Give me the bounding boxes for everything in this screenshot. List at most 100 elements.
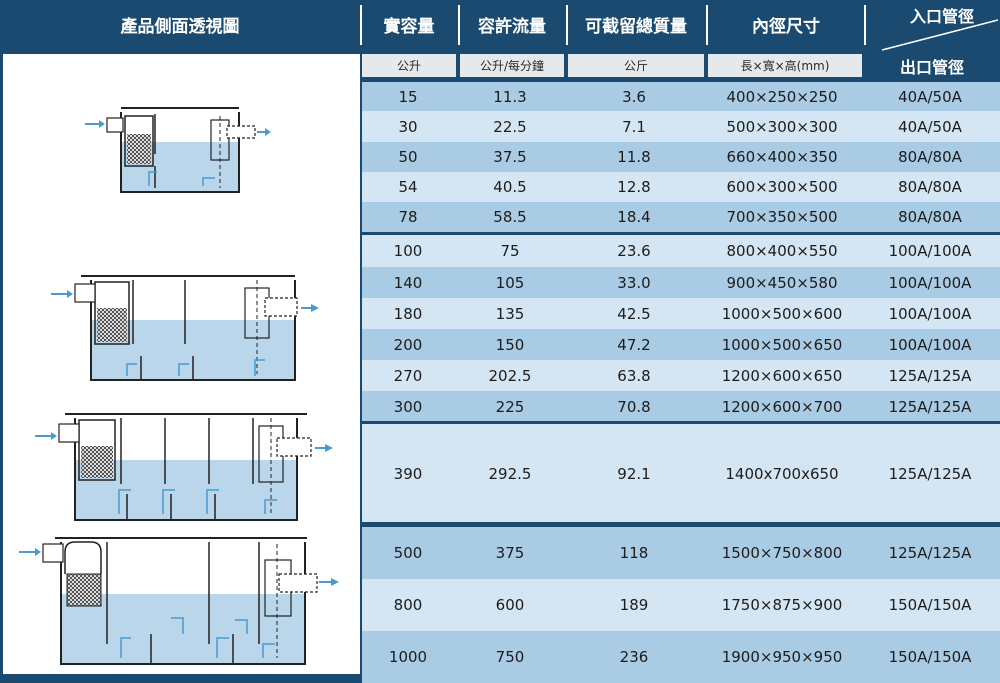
unit-mass: 公斤: [568, 54, 704, 77]
cell-pipe: 100A/100A: [888, 242, 972, 260]
header-divider: [706, 5, 708, 45]
cell-flow: 58.5: [493, 208, 527, 226]
cell-dimensions: 900×450×580: [726, 273, 838, 292]
cell-dimensions: 660×400×350: [726, 148, 838, 166]
cell-capacity: 1000: [388, 648, 428, 666]
cell-capacity: 15: [398, 87, 418, 106]
cell-mass: 42.5: [617, 304, 651, 323]
unit-flow: 公升/每分鐘: [460, 54, 564, 77]
cell-capacity: 140: [393, 273, 423, 292]
cell-flow: 105: [495, 273, 525, 292]
tank-xlarge-diagram: [19, 537, 339, 665]
cell-pipe: 100A/100A: [888, 273, 972, 292]
cell-pipe: 40A/50A: [898, 117, 962, 136]
cell-capacity: 390: [393, 465, 423, 483]
table-row: 140 105 33.0 900×450×580 100A/100A: [362, 267, 1000, 298]
cell-capacity: 300: [393, 397, 423, 416]
cell-dimensions: 1200×600×650: [721, 366, 843, 385]
cell-flow: 11.3: [493, 87, 527, 106]
cell-capacity: 78: [398, 208, 418, 226]
cell-pipe: 100A/100A: [888, 335, 972, 354]
header-divider: [360, 5, 362, 45]
cell-flow: 22.5: [493, 117, 527, 136]
table-row: 78 58.5 18.4 700×350×500 80A/80A: [362, 202, 1000, 232]
cell-capacity: 30: [398, 117, 418, 136]
cell-pipe: 150A/150A: [888, 648, 972, 666]
header-flow: 容許流量: [460, 0, 564, 48]
cell-dimensions: 1000×500×600: [721, 304, 843, 323]
header-inlet: 入口管徑: [909, 7, 974, 26]
cell-dimensions: 700×350×500: [726, 208, 838, 226]
header-outlet: 出口管徑: [864, 52, 1000, 79]
tank-small-diagram: [85, 107, 271, 193]
cell-dimensions: 1400x700x650: [725, 465, 839, 483]
cell-flow: 75: [500, 242, 520, 260]
header-divider: [566, 5, 568, 45]
header-divider: [864, 5, 866, 45]
group-separator: [362, 522, 1000, 525]
cell-dimensions: 1000×500×650: [721, 335, 843, 354]
cell-mass: 18.4: [617, 208, 651, 226]
cell-flow: 375: [495, 544, 525, 562]
cell-flow: 225: [495, 397, 525, 416]
cell-flow: 40.5: [493, 178, 527, 196]
cell-flow: 202.5: [488, 366, 532, 385]
cell-dimensions: 800×400×550: [726, 242, 838, 260]
cell-capacity: 200: [393, 335, 423, 354]
cell-pipe: 125A/125A: [888, 366, 972, 385]
header-mass: 可截留總質量: [568, 0, 704, 48]
header-dimensions: 內徑尺寸: [708, 0, 864, 48]
header-divider: [458, 5, 460, 45]
cell-pipe: 125A/125A: [888, 397, 972, 416]
cell-pipe: 125A/125A: [888, 465, 972, 483]
cell-flow: 135: [495, 304, 525, 323]
unit-dimensions: 長×寬×高(mm): [708, 54, 862, 77]
tank-medium-diagram: [51, 275, 319, 381]
cell-mass: 70.8: [617, 397, 651, 416]
cell-mass: 236: [619, 648, 649, 666]
cell-dimensions: 1900×950×950: [721, 648, 843, 666]
cell-capacity: 50: [398, 148, 418, 166]
cell-dimensions: 400×250×250: [726, 87, 838, 106]
cell-pipe: 80A/80A: [898, 178, 962, 196]
cell-capacity: 800: [393, 596, 423, 614]
cell-flow: 600: [495, 596, 525, 614]
cell-dimensions: 1750×875×900: [721, 596, 843, 614]
cell-mass: 33.0: [617, 273, 651, 292]
table-row: 1000 750 236 1900×950×950 150A/150A: [362, 631, 1000, 683]
cell-pipe: 125A/125A: [888, 544, 972, 562]
cell-flow: 37.5: [493, 148, 527, 166]
table-row: 30 22.5 7.1 500×300×300 40A/50A: [362, 111, 1000, 142]
header-capacity: 實容量: [362, 0, 456, 48]
cell-mass: 12.8: [617, 178, 651, 196]
cell-mass: 189: [619, 596, 649, 614]
table-row: 15 11.3 3.6 400×250×250 40A/50A: [362, 82, 1000, 111]
header-diagonal-line: [881, 19, 999, 51]
unit-capacity: 公升: [362, 54, 456, 77]
side-view-drawings: [3, 54, 360, 674]
cell-flow: 150: [495, 335, 525, 354]
cell-dimensions: 500×300×300: [726, 117, 838, 136]
table-row: 800 600 189 1750×875×900 150A/150A: [362, 579, 1000, 631]
cell-mass: 118: [619, 544, 649, 562]
cell-flow: 292.5: [488, 465, 532, 483]
cell-pipe: 80A/80A: [898, 208, 962, 226]
cell-pipe: 40A/50A: [898, 87, 962, 106]
cell-mass: 7.1: [622, 117, 646, 136]
cell-capacity: 500: [393, 544, 423, 562]
cell-mass: 63.8: [617, 366, 651, 385]
cell-flow: 750: [495, 648, 525, 666]
cell-capacity: 180: [393, 304, 423, 323]
cell-mass: 3.6: [622, 87, 646, 106]
cell-pipe: 150A/150A: [888, 596, 972, 614]
diagram-title: 產品側面透視圖: [0, 0, 360, 48]
cell-mass: 23.6: [617, 242, 651, 260]
